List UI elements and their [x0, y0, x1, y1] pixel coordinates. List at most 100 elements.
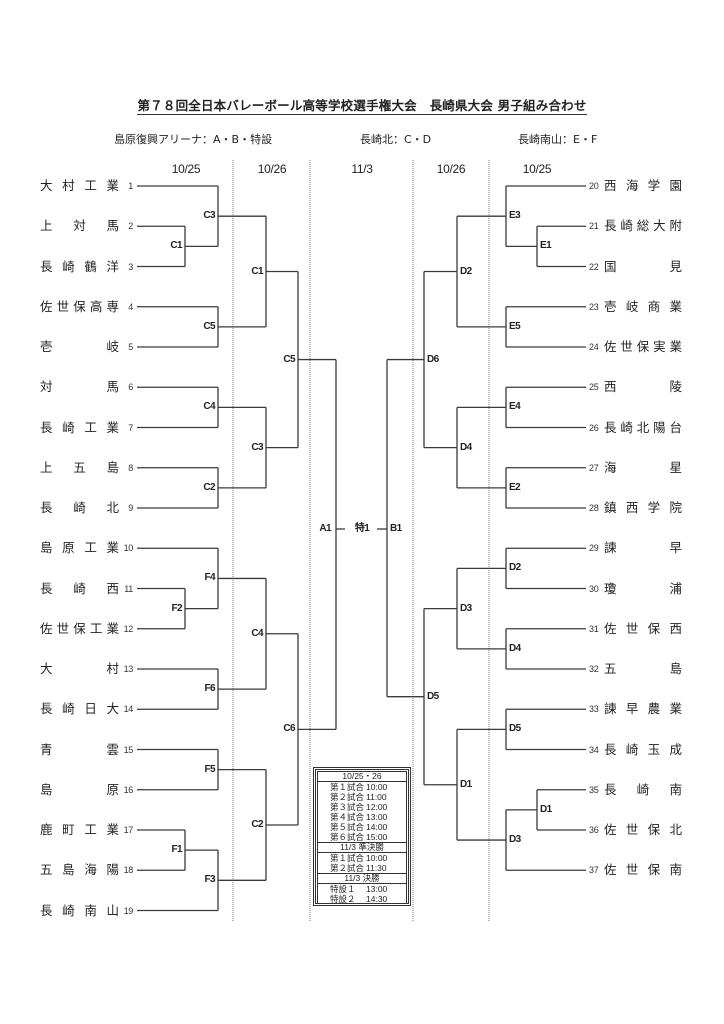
match-label: D2	[460, 265, 472, 277]
schedule-game-label: 第３試合	[330, 803, 365, 813]
team-name: 長崎工業	[40, 419, 119, 435]
team-seed-number: 12	[123, 623, 134, 634]
team-seed-number: 23	[589, 301, 599, 312]
date-left-round1: 10/25	[171, 162, 201, 176]
team-seed-number: 2	[128, 221, 133, 232]
schedule-time: 13:00	[366, 812, 388, 822]
match-label: D5	[509, 723, 521, 735]
team-seed-number: 9	[128, 503, 133, 513]
team-name: 佐世保実業	[604, 339, 682, 354]
team-name: 鹿町工業	[40, 822, 119, 837]
team-name: 五島海陽	[40, 862, 119, 878]
schedule-time: 10:00	[366, 853, 388, 863]
match-label: C3	[251, 441, 263, 453]
schedule-game-label: 第２試合	[330, 793, 365, 803]
team-seed-number: 30	[589, 583, 599, 594]
team-seed-number: 11	[124, 583, 133, 594]
team-name: 島原	[40, 781, 119, 797]
schedule-time: 13:00	[366, 884, 388, 894]
match-label: C5	[283, 353, 295, 365]
team-seed-number: 19	[123, 905, 134, 916]
team-seed-number: 18	[123, 865, 134, 876]
schedule-section-header: 10/25・26	[317, 771, 407, 782]
date-left-round2: 10/26	[257, 162, 287, 176]
schedule-game-label: 特設２	[330, 895, 356, 905]
match-label: E5	[509, 320, 521, 332]
match-label: C6	[283, 723, 295, 735]
venue-shimabara-arena: 島原復興アリーナ：A・B・特設	[114, 133, 273, 146]
final-center-label: 特1	[354, 523, 370, 534]
schedule-game-label: 特設１	[330, 885, 356, 895]
team-name: 長崎玉成	[604, 741, 682, 757]
schedule-row: 特設２ 14:30	[318, 894, 406, 905]
team-seed-number: 31	[589, 623, 599, 634]
team-seed-number: 33	[589, 704, 599, 715]
match-label: C5	[203, 320, 215, 332]
match-label: D2	[509, 562, 521, 574]
team-name: 佐世保工業	[40, 620, 119, 636]
team-name: 長崎鶴洋	[40, 258, 119, 274]
team-seed-number: 25	[589, 382, 599, 393]
match-label: D6	[427, 353, 439, 365]
team-name: 青雲	[40, 741, 119, 757]
match-label: C1	[170, 240, 182, 252]
match-label: F1	[171, 844, 183, 856]
final-label-left: A1	[319, 523, 331, 534]
schedule-time: 11:30	[366, 863, 387, 873]
team-seed-number: 14	[123, 704, 134, 715]
team-seed-number: 22	[589, 261, 599, 272]
team-seed-number: 7	[128, 422, 133, 433]
team-name: 佐世保北	[604, 822, 682, 837]
match-label: F3	[204, 874, 216, 886]
team-seed-number: 32	[589, 664, 599, 674]
team-name: 上五島	[40, 459, 119, 475]
schedule-time: 14:30	[366, 894, 388, 904]
team-seed-number: 36	[589, 825, 599, 835]
team-name: 佐世保高専	[40, 298, 119, 314]
schedule-time: 10:00	[366, 782, 388, 792]
schedule-time: 11:00	[366, 792, 387, 802]
team-name: 佐世保西	[604, 620, 682, 636]
team-name: 瓊浦	[604, 580, 682, 596]
match-label: C2	[203, 481, 215, 493]
match-label: C3	[203, 210, 215, 222]
team-name: 壱岐商業	[604, 298, 682, 314]
match-label: E3	[509, 210, 521, 222]
match-label: D1	[460, 778, 472, 790]
team-seed-number: 34	[589, 744, 599, 755]
schedule-time: 12:00	[366, 802, 388, 812]
team-seed-number: 13	[123, 664, 134, 674]
schedule-section-header: 11/3 決勝	[317, 873, 407, 884]
match-label: D5	[427, 690, 439, 702]
match-label: E2	[509, 481, 521, 493]
team-seed-number: 3	[128, 261, 133, 272]
schedule-game-label: 第１試合	[330, 854, 365, 864]
date-right-round1: 10/25	[522, 162, 552, 176]
team-name: 長崎北陽台	[604, 419, 682, 435]
team-seed-number: 5	[128, 342, 133, 352]
venue-nagasaki-minamiyama: 長崎南山：E・F	[518, 133, 598, 146]
venue-nagasaki-kita: 長崎北：C・D	[360, 133, 432, 146]
team-name: 佐世保南	[604, 862, 682, 878]
team-name: 諫早農業	[604, 701, 682, 717]
schedule-section-header: 11/3 準決勝	[317, 842, 407, 853]
schedule-game-label: 第５試合	[330, 823, 365, 833]
team-name: 諫早	[604, 540, 682, 556]
team-seed-number: 4	[128, 301, 133, 312]
match-label: E1	[540, 240, 552, 252]
team-seed-number: 21	[589, 221, 599, 232]
match-label: F2	[171, 602, 183, 614]
team-seed-number: 20	[589, 181, 599, 191]
match-label: D3	[509, 834, 521, 846]
match-label: C4	[251, 627, 263, 639]
date-right-round2: 10/26	[436, 162, 466, 176]
